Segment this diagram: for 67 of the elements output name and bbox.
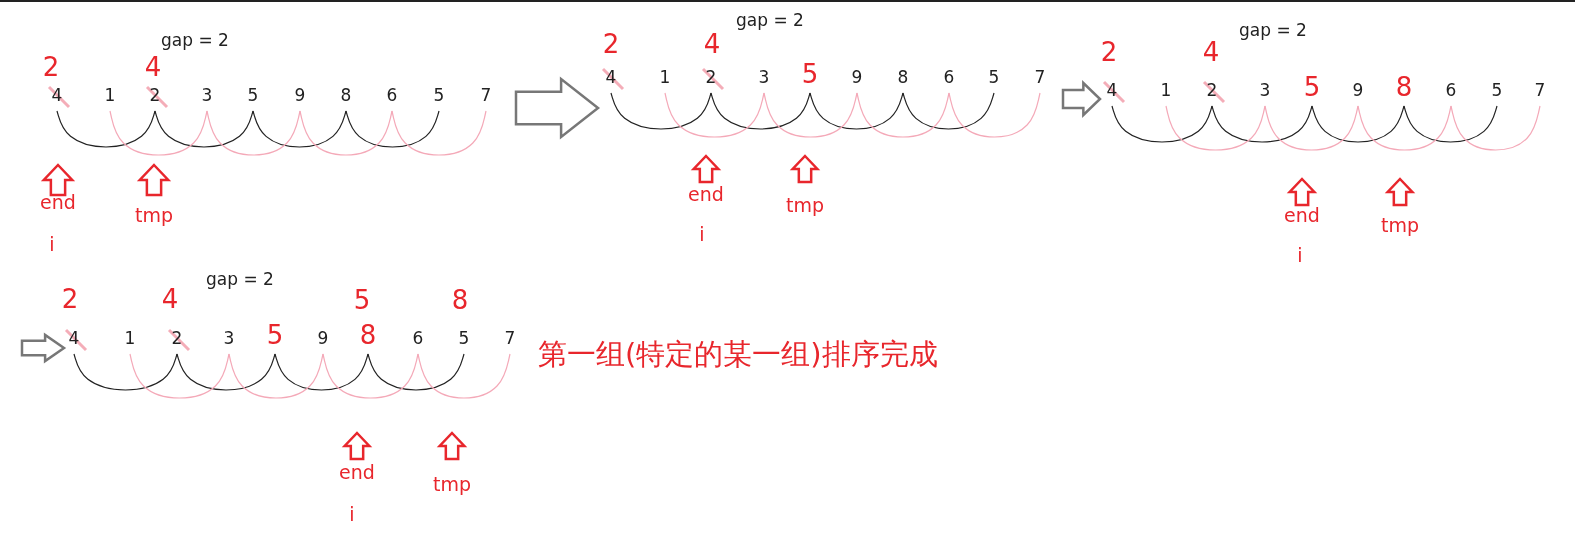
array-value: 3 [223, 329, 235, 347]
index-number: 4 [144, 54, 162, 80]
array-value: 9 [317, 329, 329, 347]
array-value: 3 [758, 68, 770, 86]
array-value: 2 [705, 68, 717, 86]
array-value: 5 [433, 86, 445, 104]
pointer-label: end [1284, 205, 1320, 225]
array-value: 6 [386, 86, 398, 104]
pointer-label: tmp [1381, 215, 1419, 235]
array-value: 9 [294, 86, 306, 104]
array-value: 7 [504, 329, 516, 347]
pointer-label: end [339, 462, 375, 482]
array-value: 7 [480, 86, 492, 104]
pointer-label: i [699, 224, 705, 244]
index-number: 5 [353, 287, 371, 313]
gap-label: gap = 2 [161, 31, 229, 49]
array-value: 5 [266, 322, 284, 348]
array-value: 7 [1034, 68, 1046, 86]
pointer-label: tmp [786, 195, 824, 215]
gap-label: gap = 2 [736, 11, 804, 29]
array-value: 1 [659, 68, 671, 86]
array-value: 5 [1491, 81, 1503, 99]
array-value: 4 [68, 329, 80, 347]
pointer-label: end [40, 192, 76, 212]
array-value: 1 [124, 329, 136, 347]
array-value: 4 [605, 68, 617, 86]
array-value: 1 [104, 86, 116, 104]
array-value: 5 [801, 61, 819, 87]
index-number: 2 [1100, 39, 1118, 65]
index-number: 2 [61, 286, 79, 312]
array-value: 2 [149, 86, 161, 104]
array-value: 1 [1160, 81, 1172, 99]
array-value: 6 [412, 329, 424, 347]
array-value: 8 [897, 68, 909, 86]
index-number: 2 [602, 31, 620, 57]
pointer-label: tmp [135, 205, 173, 225]
array-value: 6 [1445, 81, 1457, 99]
pointer-label: tmp [433, 474, 471, 494]
pointer-label: i [349, 504, 355, 524]
array-value: 5 [1303, 74, 1321, 100]
pointer-label: end [688, 184, 724, 204]
array-value: 2 [171, 329, 183, 347]
index-number: 4 [1202, 39, 1220, 65]
status-note: 第一组(特定的某一组)排序完成 [538, 339, 938, 369]
array-value: 5 [247, 86, 259, 104]
array-value: 4 [1106, 81, 1118, 99]
array-value: 9 [1352, 81, 1364, 99]
index-number: 2 [42, 54, 60, 80]
array-value: 5 [458, 329, 470, 347]
array-value: 9 [851, 68, 863, 86]
gap-label: gap = 2 [206, 270, 274, 288]
pointer-label: i [1297, 245, 1303, 265]
array-value: 7 [1534, 81, 1546, 99]
gap-label: gap = 2 [1239, 21, 1307, 39]
array-value: 8 [359, 322, 377, 348]
array-value: 4 [51, 86, 63, 104]
pointer-label: i [49, 234, 55, 254]
array-value: 6 [943, 68, 955, 86]
array-value: 2 [1206, 81, 1218, 99]
index-number: 4 [703, 31, 721, 57]
array-value: 3 [201, 86, 213, 104]
array-value: 3 [1259, 81, 1271, 99]
array-value: 5 [988, 68, 1000, 86]
array-value: 8 [340, 86, 352, 104]
array-value: 8 [1395, 74, 1413, 100]
index-number: 8 [451, 287, 469, 313]
index-number: 4 [161, 286, 179, 312]
